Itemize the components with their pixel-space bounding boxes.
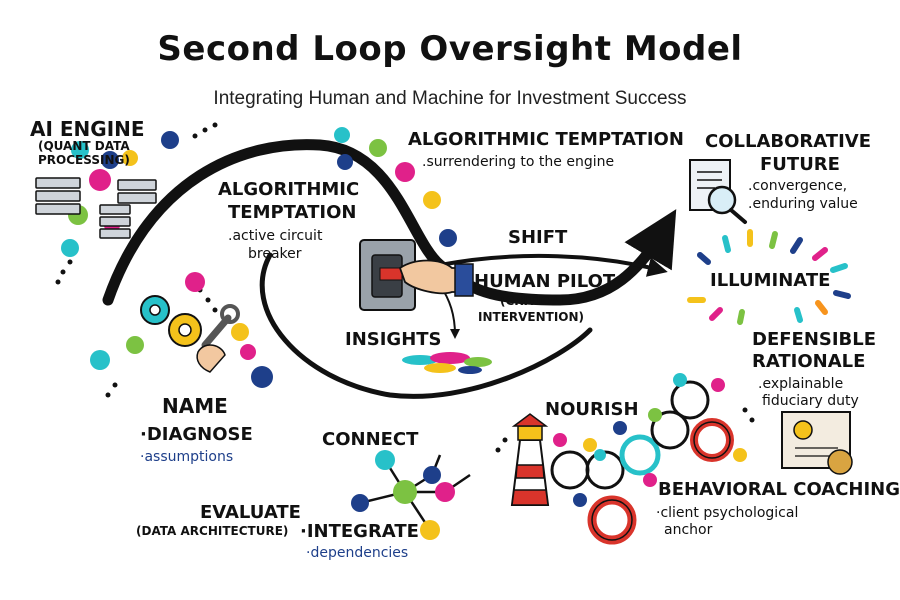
dependencies-label: ·dependencies: [306, 545, 409, 561]
ai-engine-dots: [61, 131, 179, 257]
nourish-dots: [553, 373, 747, 507]
temptation-left-detail1: .active circuit: [228, 228, 323, 244]
certificate-icon: [781, 411, 853, 475]
shift-label: SHIFT: [508, 227, 568, 248]
ai-engine-title: AI ENGINE: [30, 117, 145, 141]
wrench-icon: [196, 304, 240, 373]
inner-loop-curve: [259, 252, 593, 399]
behavioral-detail1: ·client psychological: [656, 505, 799, 521]
name-label: NAME: [162, 394, 228, 418]
illuminate-rays: [687, 229, 851, 325]
shift-arrow: [438, 253, 668, 277]
hand-icon: [398, 259, 474, 297]
human-pilot-sub2: INTERVENTION): [478, 310, 585, 324]
server-icon: [35, 177, 157, 239]
insights-label: INSIGHTS: [345, 329, 442, 350]
human-pilot-sub1: (CRITICAL: [500, 294, 567, 308]
assumptions-label: ·assumptions: [140, 449, 234, 465]
network-nodes: [351, 450, 455, 540]
diagnose-label: ·DIAGNOSE: [140, 424, 253, 445]
nourish-label: NOURISH: [545, 399, 639, 420]
document-magnifier-icon: [689, 159, 747, 224]
defensible-line2: RATIONALE: [752, 351, 866, 372]
collaborative-detail1: .convergence,: [748, 178, 848, 194]
defensible-detail2: fiduciary duty: [762, 393, 859, 409]
nourish-dotted: [495, 407, 755, 453]
human-pilot-title: HUMAN PILOT: [474, 271, 616, 292]
temptation-left-detail2: breaker: [248, 246, 302, 262]
lighthouse-icon: [510, 413, 550, 506]
collaborative-line1: COLLABORATIVE: [705, 131, 871, 152]
nourish-chain: [550, 380, 710, 490]
temptation-top-title: ALGORITHMIC TEMPTATION: [408, 129, 684, 150]
temptation-left-line1: ALGORITHMIC: [218, 179, 360, 200]
connect-label: CONNECT: [322, 429, 419, 450]
main-loop-arrow: [102, 139, 677, 306]
integrate-label: ·INTEGRATE: [300, 521, 419, 542]
gears-icon: [140, 295, 202, 347]
temptation-top-detail: .surrendering to the engine: [422, 154, 615, 170]
defensible-detail1: .explainable: [758, 376, 844, 392]
gears-dots: [90, 272, 273, 388]
data-architecture-label: (DATA ARCHITECTURE): [136, 524, 289, 538]
dotted-trail: [55, 122, 218, 398]
ai-engine-sub2: PROCESSING): [38, 153, 130, 167]
temptation-left-line2: TEMPTATION: [228, 202, 357, 223]
ai-engine-sub1: (QUANT DATA: [38, 139, 130, 153]
behavioral-detail2: anchor: [664, 522, 713, 538]
collaborative-detail2: .enduring value: [748, 196, 858, 212]
temptation-dots: [334, 127, 457, 247]
defensible-line1: DEFENSIBLE: [752, 329, 877, 350]
behavioral-title: BEHAVIORAL COACHING: [658, 479, 900, 500]
illuminate-label: ILLUMINATE: [710, 270, 831, 291]
page-subtitle: Integrating Human and Machine for Invest…: [213, 88, 687, 109]
circuit-breaker-icon: [359, 239, 416, 311]
life-buoy-icon: [587, 418, 734, 545]
page-title: Second Loop Oversight Model: [157, 29, 743, 69]
evaluate-label: EVALUATE: [200, 502, 301, 523]
insights-splash: [402, 352, 492, 374]
collaborative-line2: FUTURE: [760, 154, 840, 175]
